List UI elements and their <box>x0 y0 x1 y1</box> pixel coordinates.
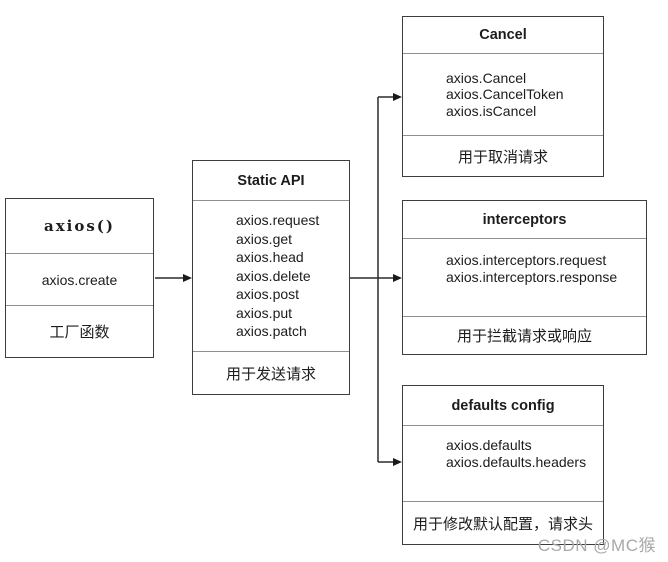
csdn-watermark: CSDN @MC猴 <box>537 536 656 555</box>
api-item: axios.create <box>41 271 118 288</box>
api-item: axios.put <box>236 304 293 321</box>
node-footer: 用于修改默认配置，请求头 <box>412 515 593 533</box>
api-item: axios.defaults <box>446 437 532 453</box>
node-body: axios.defaults axios.defaults.headers <box>403 426 603 502</box>
api-item: axios.isCancel <box>446 102 537 119</box>
node-interceptors: interceptors axios.interceptors.request … <box>402 200 647 355</box>
node-body: axios.Cancel axios.CancelToken axios.isC… <box>403 54 603 136</box>
node-body: axios.create <box>6 254 153 306</box>
node-footer: 用于拦截请求或响应 <box>456 328 592 345</box>
node-title: Static API <box>193 161 349 201</box>
api-item: axios.interceptors.response <box>446 268 618 285</box>
api-item: axios.post <box>236 286 300 303</box>
arrowhead-defaults <box>393 458 402 466</box>
node-footer: 用于发送请求 <box>225 365 316 383</box>
node-footer: 工厂函数 <box>49 324 110 341</box>
node-defaults-config: defaults config axios.defaults axios.def… <box>402 385 604 545</box>
api-item: axios.Cancel <box>446 69 527 86</box>
node-cancel: Cancel axios.Cancel axios.CancelToken ax… <box>402 16 604 177</box>
node-footer: 用于取消请求 <box>457 148 548 166</box>
node-title: Cancel <box>403 17 603 54</box>
api-item: axios.defaults.headers <box>446 453 587 470</box>
node-static-api: Static API axios.request axios.get axios… <box>192 160 350 395</box>
node-title: axios() <box>6 199 153 254</box>
api-item: axios.interceptors.request <box>446 252 607 268</box>
node-body: axios.request axios.get axios.head axios… <box>193 201 349 352</box>
arrowhead-interceptors <box>393 274 402 282</box>
arrowhead-cancel <box>393 93 402 101</box>
api-item: axios.head <box>236 249 304 266</box>
api-item: axios.patch <box>236 323 307 340</box>
node-title: defaults config <box>403 386 603 426</box>
api-item: axios.get <box>236 230 293 247</box>
api-item: axios.delete <box>236 267 311 284</box>
node-body: axios.interceptors.request axios.interce… <box>403 239 646 317</box>
api-item: axios.CancelToken <box>446 86 564 103</box>
node-axios-factory: axios() axios.create 工厂函数 <box>5 198 154 358</box>
node-title: interceptors <box>403 201 646 239</box>
arrowhead-static <box>183 274 192 282</box>
api-item: axios.request <box>236 212 320 229</box>
